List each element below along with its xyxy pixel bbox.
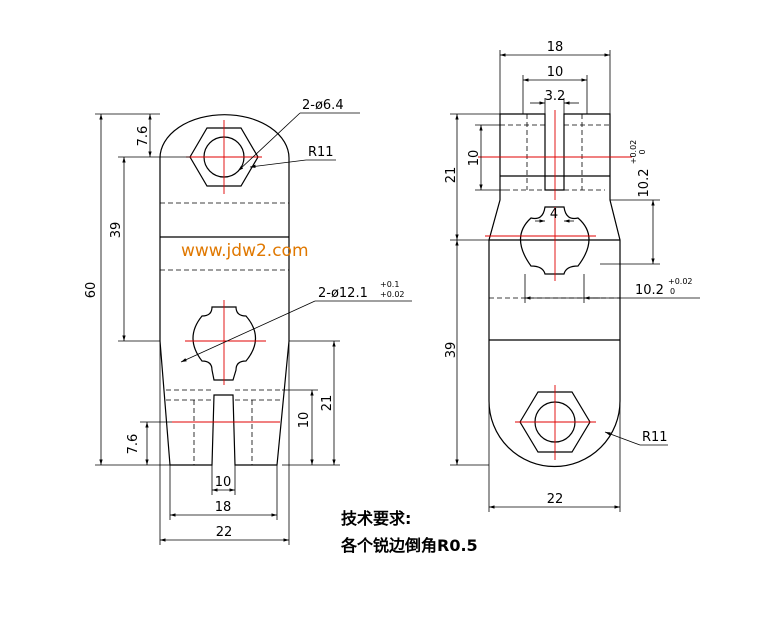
dim-big-hole: 2-ø12.1 bbox=[318, 286, 368, 301]
dim-18-right: 18 bbox=[547, 40, 564, 55]
dim-10-right: 10 bbox=[297, 412, 312, 429]
right-big-hole bbox=[519, 206, 590, 275]
dim-39-left: 39 bbox=[109, 222, 124, 239]
dim-3-2: 3.2 bbox=[545, 89, 566, 104]
dim-21-right: 21 bbox=[444, 167, 459, 184]
dim-10-top: 10 bbox=[547, 65, 564, 80]
left-view: 60 39 7.6 7.6 21 10 10 18 22 bbox=[84, 98, 412, 545]
right-view: 18 10 3.2 10 21 39 4 10.2 +0.02 bbox=[444, 40, 700, 512]
tol-1-upper: +0.02 bbox=[629, 140, 638, 165]
tol-1-lower: 0 bbox=[638, 149, 647, 154]
dim-7-6-bottom: 7.6 bbox=[126, 434, 141, 455]
dim-18-left: 18 bbox=[215, 500, 232, 515]
dim-10-bottom: 10 bbox=[215, 475, 232, 490]
right-view-outline bbox=[488, 113, 621, 468]
big-hole bbox=[192, 306, 257, 381]
notes-line1: 各个锐边倒角R0.5 bbox=[341, 536, 478, 555]
dim-small-hole: 2-ø6.4 bbox=[302, 98, 344, 113]
dim-22-right: 22 bbox=[547, 492, 564, 507]
big-hole-tol-upper: +0.1 bbox=[380, 280, 399, 289]
tol-2-upper: +0.02 bbox=[668, 277, 693, 286]
dim-4: 4 bbox=[550, 207, 558, 222]
dim-21-left: 21 bbox=[320, 395, 335, 412]
big-hole-tol-lower: +0.02 bbox=[380, 290, 405, 299]
dim-7-6-top: 7.6 bbox=[136, 126, 151, 147]
dim-10-vert: 10 bbox=[467, 150, 482, 167]
dim-22-left: 22 bbox=[216, 525, 233, 540]
watermark: www.jdw2.com bbox=[181, 241, 309, 261]
dim-39-right: 39 bbox=[444, 342, 459, 359]
dim-r11-left: R11 bbox=[308, 145, 334, 160]
tol-2-lower: 0 bbox=[670, 287, 675, 296]
dim-10-2-horiz: 10.2 bbox=[635, 283, 664, 298]
left-view-outline bbox=[159, 114, 290, 466]
dim-r11-right: R11 bbox=[642, 430, 668, 445]
notes-title: 技术要求: bbox=[341, 509, 412, 528]
dim-60: 60 bbox=[84, 282, 99, 299]
dim-10-2-vert: 10.2 bbox=[637, 169, 652, 198]
